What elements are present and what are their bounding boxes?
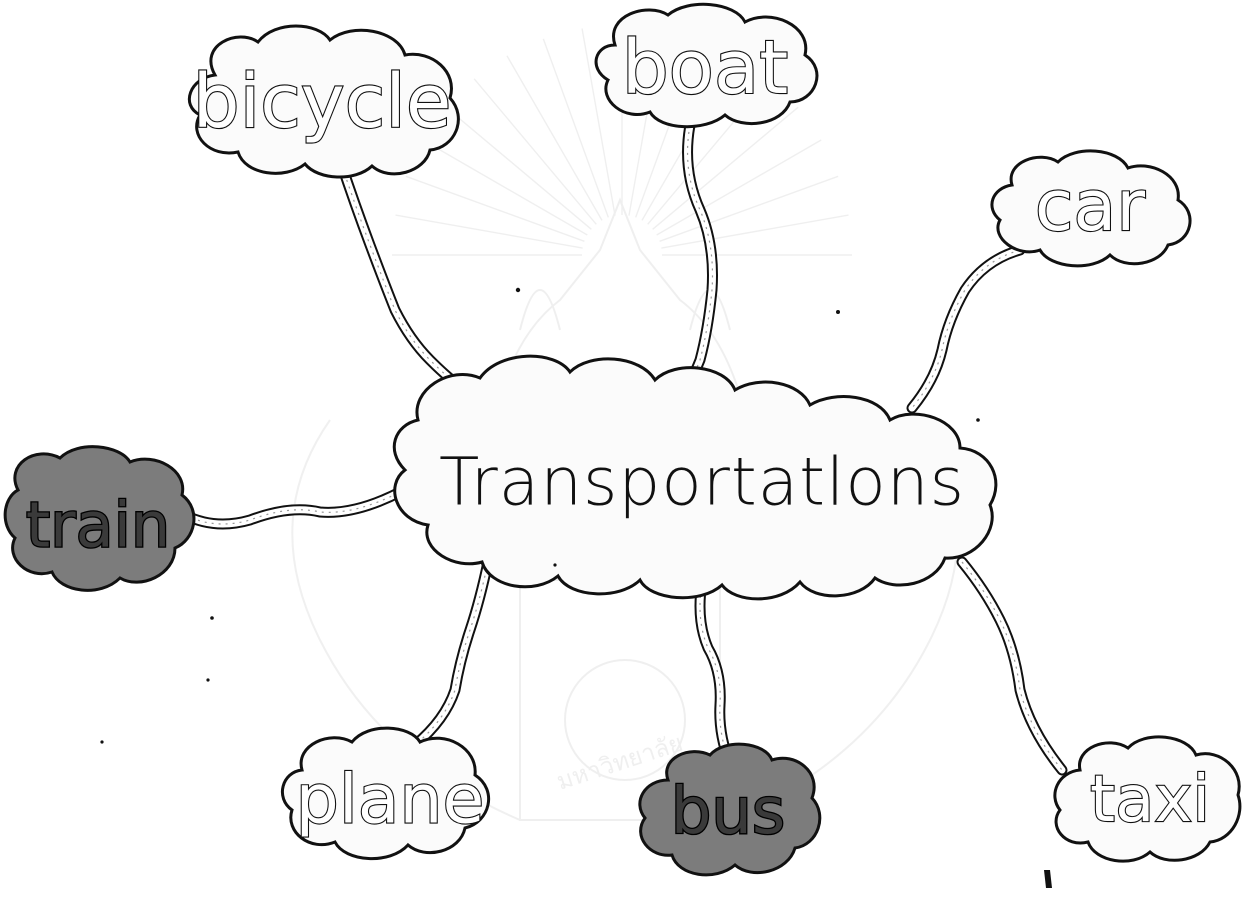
node-label-plane: plane (296, 761, 485, 840)
cloud-node-plane: plane (282, 728, 488, 858)
watermark-ray (423, 140, 588, 235)
watermark-ray (661, 215, 848, 248)
node-label-car: car (1035, 165, 1145, 247)
node-label-bicycle: bicycle (193, 59, 452, 145)
watermark-ray (446, 107, 592, 229)
cloud-node-taxi: taxi (1055, 737, 1240, 861)
node-label-taxi: taxi (1090, 763, 1210, 837)
cloud-node-boat: boat (596, 4, 817, 126)
watermark-ray (395, 215, 582, 248)
node-label-bus: bus (671, 775, 786, 849)
connector-taxi (962, 562, 1062, 770)
node-label-boat: boat (622, 25, 789, 111)
watermark-ray (657, 140, 822, 235)
cloud-node-train: train (5, 447, 194, 591)
watermark-flames (520, 290, 730, 330)
central-cloud: Transportatlons (394, 356, 996, 599)
watermark-ray (406, 176, 585, 241)
cloud-node-bicycle: bicycle (189, 26, 458, 177)
connector-bicycle (340, 160, 462, 388)
connector-plane (415, 562, 488, 745)
central-topic-label: Transportatlons (439, 444, 965, 521)
watermark-ray (474, 79, 596, 225)
connector-car (912, 250, 1020, 408)
watermark-ray (507, 56, 602, 221)
cloud-node-car: car (992, 151, 1190, 266)
node-label-train: train (26, 489, 170, 562)
